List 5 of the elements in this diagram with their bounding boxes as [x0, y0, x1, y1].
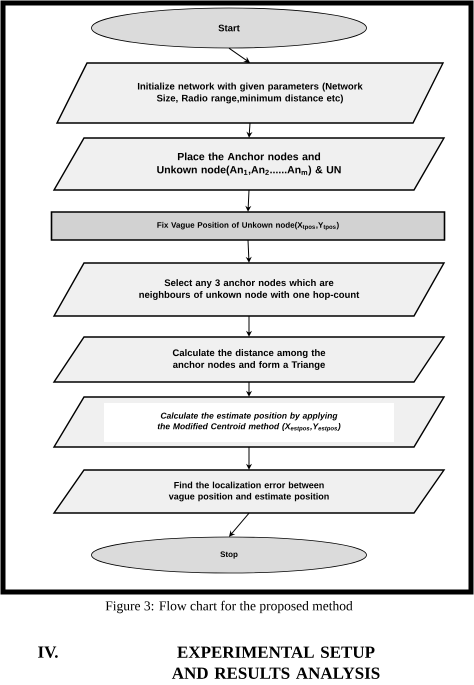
process-box: Fix Vague Position of Unkown node(X$_{tpos}$,Y$_{tpos}$): [50, 211, 446, 241]
section-number: IV.: [38, 646, 58, 658]
figure-caption: Figure 3: Flow chart for the proposed method: [106, 600, 353, 614]
section-heading: EXPERIMENTAL SETUP AND RESULTS ANALYSIS: [172, 646, 380, 679]
arrow: [228, 48, 250, 63]
